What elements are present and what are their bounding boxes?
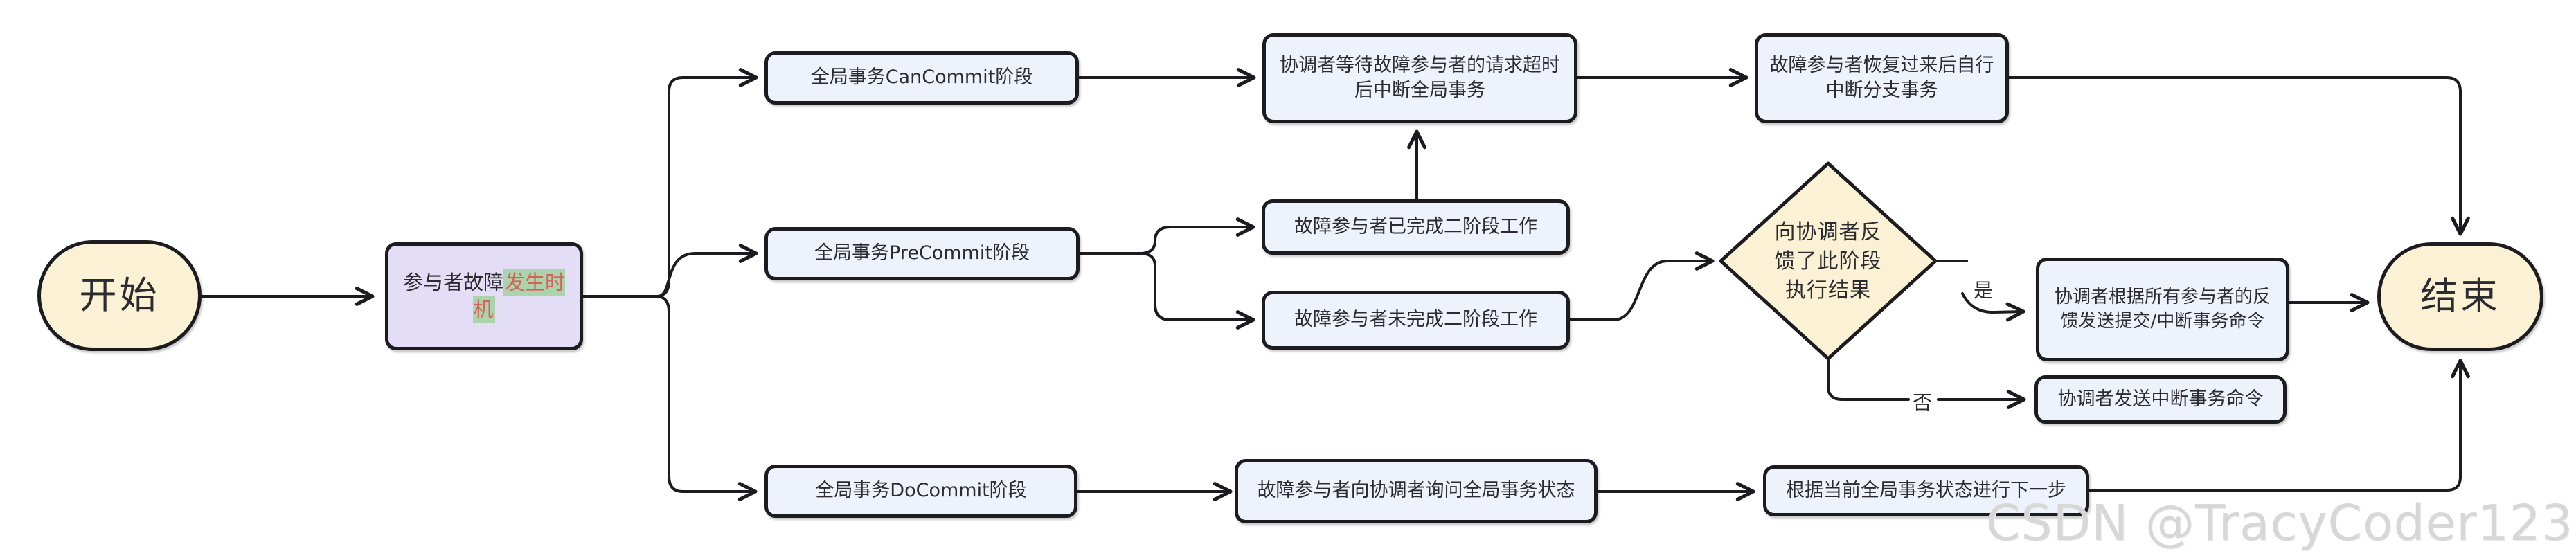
abort-command-label: 协调者发送中断事务命令 [2057, 388, 2264, 410]
no-edge-label: 否 [1913, 391, 1933, 414]
edge-next-to-end [2088, 359, 2470, 492]
precommit-label: 全局事务PreCommit阶段 [814, 242, 1030, 264]
start-label: 开始 [79, 273, 160, 317]
next-step-label: 根据当前全局事务状态进行下一步 [1786, 479, 2066, 501]
cancommit-phase-node: 全局事务CanCommit阶段 [764, 51, 1079, 105]
edge-notdone-to-decision [1568, 251, 1715, 321]
precommit-phase-node: 全局事务PreCommit阶段 [764, 227, 1080, 280]
trigger-label: 参与者故障发生时机 [402, 269, 566, 323]
end-node: 结束 [2377, 242, 2543, 351]
yes-edge-label: 是 [1974, 279, 1994, 302]
feedback-based-command-node: 协调者根据所有参与者的反馈发送提交/中断事务命令 [2036, 258, 2289, 361]
edge-split-done [1138, 217, 1255, 255]
phase2-not-done-label: 故障参与者未完成二阶段工作 [1294, 309, 1537, 331]
docommit-label: 全局事务DoCommit阶段 [815, 480, 1027, 502]
recovered-self-abort-node: 故障参与者恢复过来后自行中断分支事务 [1755, 33, 2009, 123]
end-label: 结束 [2420, 274, 2501, 318]
start-node: 开始 [37, 240, 202, 351]
edge-branch-docommit [656, 295, 758, 501]
csdn-watermark: CSDN @TracyCoder123 [1985, 494, 2573, 552]
edge-split-notdone [1138, 252, 1255, 330]
phase2-not-done-node: 故障参与者未完成二阶段工作 [1262, 291, 1570, 350]
recovered-self-abort-label: 故障参与者恢复过来后自行中断分支事务 [1769, 54, 1994, 101]
edge-recover-to-end [2007, 76, 2470, 236]
edge-yes-curve [1961, 292, 2025, 322]
coordinator-timeout-abort-node: 协调者等待故障参与者的请求超时后中断全局事务 [1262, 33, 1577, 123]
edge-branch-precommit [656, 244, 758, 298]
docommit-phase-node: 全局事务DoCommit阶段 [764, 465, 1077, 518]
phase2-done-label: 故障参与者已完成二阶段工作 [1294, 215, 1537, 237]
edge-branch-cancommit [656, 68, 758, 298]
decision-diamond-label: 向协调者反馈了此阶段执行结果 [1774, 220, 1882, 303]
participant-failure-timing-node: 参与者故障发生时机 [385, 242, 583, 350]
abort-command-node: 协调者发送中断事务命令 [2034, 375, 2287, 424]
ask-status-node: 故障参与者向协调者询问全局事务状态 [1235, 459, 1598, 523]
coordinator-timeout-label: 协调者等待故障参与者的请求超时后中断全局事务 [1280, 54, 1560, 101]
ask-status-label: 故障参与者向协调者询问全局事务状态 [1257, 480, 1575, 502]
phase2-done-node: 故障参与者已完成二阶段工作 [1262, 199, 1570, 255]
cancommit-label: 全局事务CanCommit阶段 [810, 66, 1033, 89]
edge-no-down [1827, 357, 1910, 401]
next-step-by-status-node: 根据当前全局事务状态进行下一步 [1763, 465, 2089, 516]
feedback-based-command-label: 协调者根据所有参与者的反馈发送提交/中断事务命令 [2054, 286, 2271, 332]
